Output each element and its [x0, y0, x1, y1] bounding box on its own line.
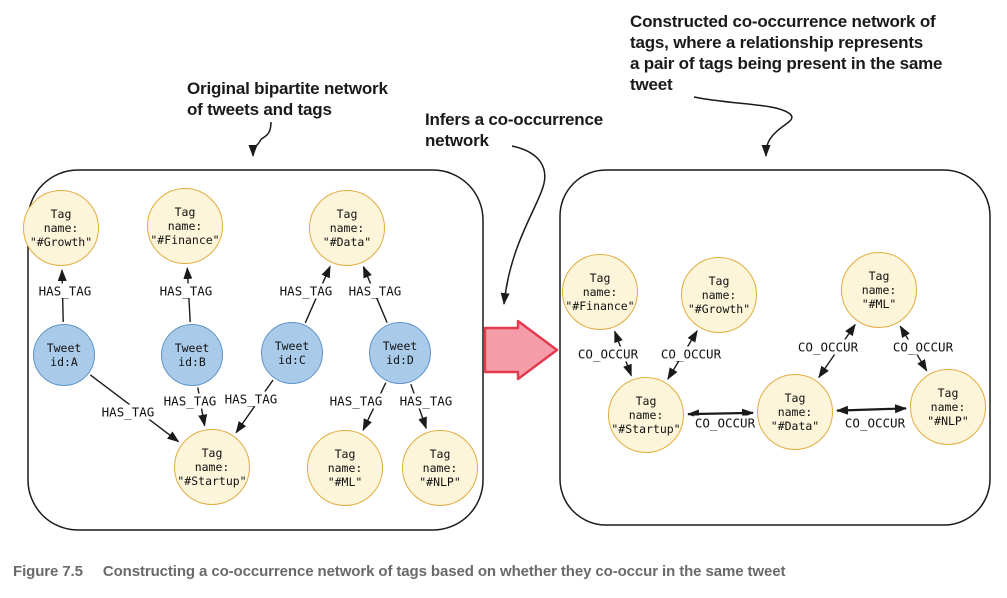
figure-caption: Figure 7.5 Constructing a co-occurrence n… — [13, 563, 785, 580]
figure-caption-label: Figure 7.5 — [13, 563, 83, 580]
tag-node-startup: Tag name: "#Startup" — [608, 377, 684, 453]
tag-node-ml: Tag name: "#ML" — [841, 252, 917, 328]
infers-annotation-arrow-icon — [500, 145, 546, 305]
tweet-node-tweetb: Tweet id:B — [161, 324, 223, 386]
bipartite-annotation: Original bipartite network of tweets and… — [187, 79, 388, 119]
edge-label-tweetD-ml: HAS_TAG — [328, 393, 384, 409]
tag-node-finance: Tag name: "#Finance" — [147, 188, 223, 264]
edge-label-startup-growth: CO_OCCUR — [659, 346, 723, 362]
tag-node-nlp: Tag name: "#NLP" — [402, 430, 478, 506]
edge-label-startup-finance: CO_OCCUR — [576, 346, 640, 362]
edge-label-tweetA-startup: HAS_TAG — [100, 404, 156, 420]
tweet-node-tweetd: Tweet id:D — [369, 322, 431, 384]
tag-node-growth: Tag name: "#Growth" — [23, 190, 99, 266]
tag-node-growth: Tag name: "#Growth" — [681, 257, 757, 333]
tag-node-startup: Tag name: "#Startup" — [174, 429, 250, 505]
constructed-annotation-arrow-icon — [693, 96, 793, 157]
edge-startup-data — [686, 408, 755, 419]
tag-node-nlp: Tag name: "#NLP" — [910, 369, 986, 445]
tweet-node-tweeta: Tweet id:A — [33, 324, 95, 386]
infers-annotation: Infers a co-occurrence network — [425, 110, 603, 150]
figure-caption-text: Constructing a co-occurrence network of … — [102, 563, 786, 580]
edge-label-tweetA-growth: HAS_TAG — [37, 283, 93, 299]
edge-label-tweetB-finance: HAS_TAG — [158, 283, 214, 299]
cooccurrence-box — [559, 169, 991, 526]
tweet-node-tweetc: Tweet id:C — [261, 322, 323, 384]
edge-label-startup-data: CO_OCCUR — [693, 415, 757, 431]
edge-label-tweetC-data: HAS_TAG — [278, 283, 334, 299]
edge-data-nlp — [835, 404, 908, 415]
tag-node-data: Tag name: "#Data" — [309, 190, 385, 266]
edge-label-ml-nlp: CO_OCCUR — [891, 339, 955, 355]
edge-label-tweetD-nlp: HAS_TAG — [398, 393, 454, 409]
transform-arrow-icon — [483, 319, 559, 381]
bipartite-annotation-arrow-icon — [248, 121, 272, 157]
tag-node-data: Tag name: "#Data" — [757, 374, 833, 450]
edge-label-data-ml: CO_OCCUR — [796, 339, 860, 355]
edge-label-tweetC-startup: HAS_TAG — [223, 391, 279, 407]
edge-label-tweetB-startup: HAS_TAG — [162, 393, 218, 409]
tag-node-finance: Tag name: "#Finance" — [562, 254, 638, 330]
edge-label-tweetD-data: HAS_TAG — [347, 283, 403, 299]
edge-label-data-nlp: CO_OCCUR — [843, 415, 907, 431]
constructed-annotation: Constructed co-occurrence network of tag… — [630, 12, 943, 94]
bipartite-box — [27, 169, 484, 531]
tag-node-ml: Tag name: "#ML" — [307, 430, 383, 506]
